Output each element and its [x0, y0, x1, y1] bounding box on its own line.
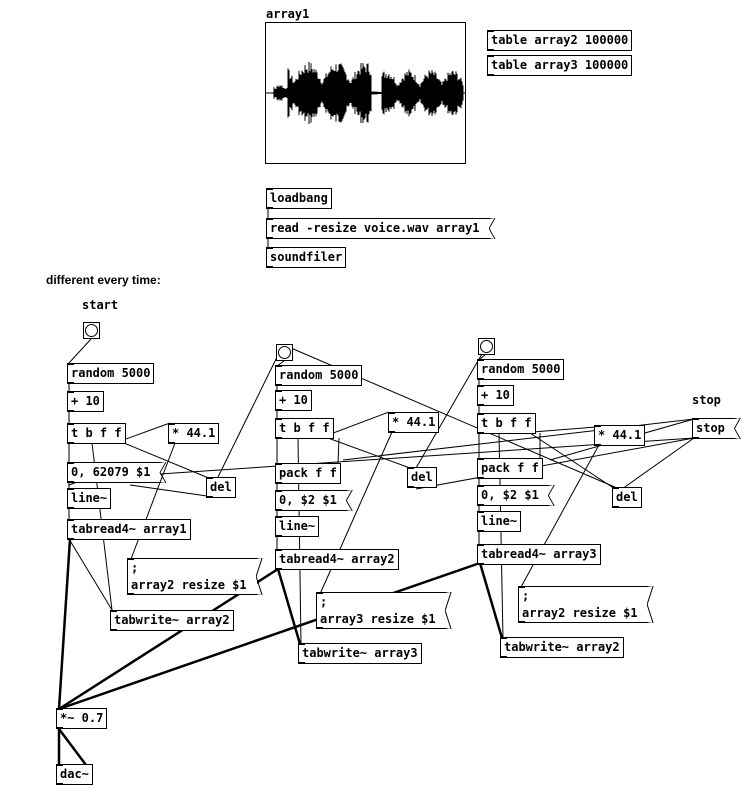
tabread-object-3[interactable]: tabread4~ array3 [477, 544, 601, 565]
random-object-1[interactable]: random 5000 [67, 363, 155, 384]
bang-circle-icon [85, 324, 98, 337]
waveform-plot [265, 61, 465, 125]
line-object-2[interactable]: line~ [275, 516, 320, 537]
start-comment: start [82, 298, 119, 312]
stop-message-label: stop [696, 421, 725, 435]
loadbang-object[interactable]: loadbang [266, 188, 332, 209]
delay-object-3[interactable]: del [612, 487, 642, 508]
dac-object[interactable]: dac~ [56, 764, 93, 785]
resize-message-3-line2: array2 resize $1 [522, 606, 638, 620]
resize-message-3-line1: ; [522, 589, 530, 603]
tabwrite-object-1[interactable]: tabwrite~ array2 [110, 610, 234, 631]
line-message-1-label: 0, 62079 $1 [71, 465, 151, 479]
tabwrite-object-2[interactable]: tabwrite~ array3 [298, 643, 422, 664]
trigger-object-1[interactable]: t b f f [67, 423, 126, 444]
line-message-3-label: 0, $2 $1 [481, 488, 539, 502]
start-bang-button[interactable] [83, 322, 100, 339]
bang-circle-icon [278, 346, 291, 359]
stop-comment: stop [692, 393, 721, 407]
soundfiler-object[interactable]: soundfiler [266, 247, 347, 268]
multiply-object-1[interactable]: * 44.1 [168, 423, 220, 444]
tabread-object-1[interactable]: tabread4~ array1 [67, 519, 191, 540]
multiply-object-3[interactable]: * 44.1 [594, 425, 646, 446]
bang-button-2[interactable] [276, 344, 293, 361]
delay-object-1[interactable]: del [206, 477, 236, 498]
pack-object-2[interactable]: pack f f [275, 463, 341, 484]
pack-object-3[interactable]: pack f f [477, 458, 543, 479]
line-message-1[interactable]: 0, 62079 $1 [67, 462, 160, 483]
tabread-object-2[interactable]: tabread4~ array2 [275, 549, 399, 570]
bang-button-3[interactable] [478, 338, 495, 355]
line-object-1[interactable]: line~ [67, 488, 112, 509]
resize-message-2-line2: array3 resize $1 [320, 612, 436, 626]
read-voice-message[interactable]: read -resize voice.wav array1 [266, 218, 490, 239]
delay-object-2[interactable]: del [407, 467, 437, 488]
plus-object-3[interactable]: + 10 [477, 385, 514, 406]
random-object-3[interactable]: random 5000 [477, 359, 565, 380]
resize-message-1-line1: ; [131, 561, 139, 575]
stop-message[interactable]: stop [692, 418, 735, 439]
line-message-2[interactable]: 0, $2 $1 [275, 490, 347, 511]
line-message-2-label: 0, $2 $1 [279, 493, 337, 507]
resize-message-2-line1: ; [320, 595, 328, 609]
trigger-object-2[interactable]: t b f f [275, 418, 334, 439]
table-array2-object[interactable]: table array2 100000 [487, 30, 633, 51]
bang-circle-icon [480, 340, 493, 353]
trigger-object-3[interactable]: t b f f [477, 413, 536, 434]
line-object-3[interactable]: line~ [477, 511, 522, 532]
line-message-3[interactable]: 0, $2 $1 [477, 485, 549, 506]
array-graph[interactable] [265, 22, 466, 164]
different-every-time-comment: different every time: [46, 273, 161, 287]
read-voice-label: read -resize voice.wav array1 [270, 221, 480, 235]
resize-message-1-line2: array2 resize $1 [131, 578, 247, 592]
table-array3-object[interactable]: table array3 100000 [487, 55, 633, 76]
resize-message-2[interactable]: ; array3 resize $1 [316, 592, 446, 629]
plus-object-2[interactable]: + 10 [275, 390, 312, 411]
resize-message-3[interactable]: ; array2 resize $1 [518, 586, 648, 623]
plus-object-1[interactable]: + 10 [67, 391, 104, 412]
multiply-object-2[interactable]: * 44.1 [388, 412, 440, 433]
resize-message-1[interactable]: ; array2 resize $1 [127, 558, 257, 595]
random-object-2[interactable]: random 5000 [275, 365, 363, 386]
array-title: array1 [266, 7, 310, 21]
tabwrite-object-3[interactable]: tabwrite~ array2 [500, 637, 624, 658]
gain-object[interactable]: *~ 0.7 [56, 708, 108, 729]
